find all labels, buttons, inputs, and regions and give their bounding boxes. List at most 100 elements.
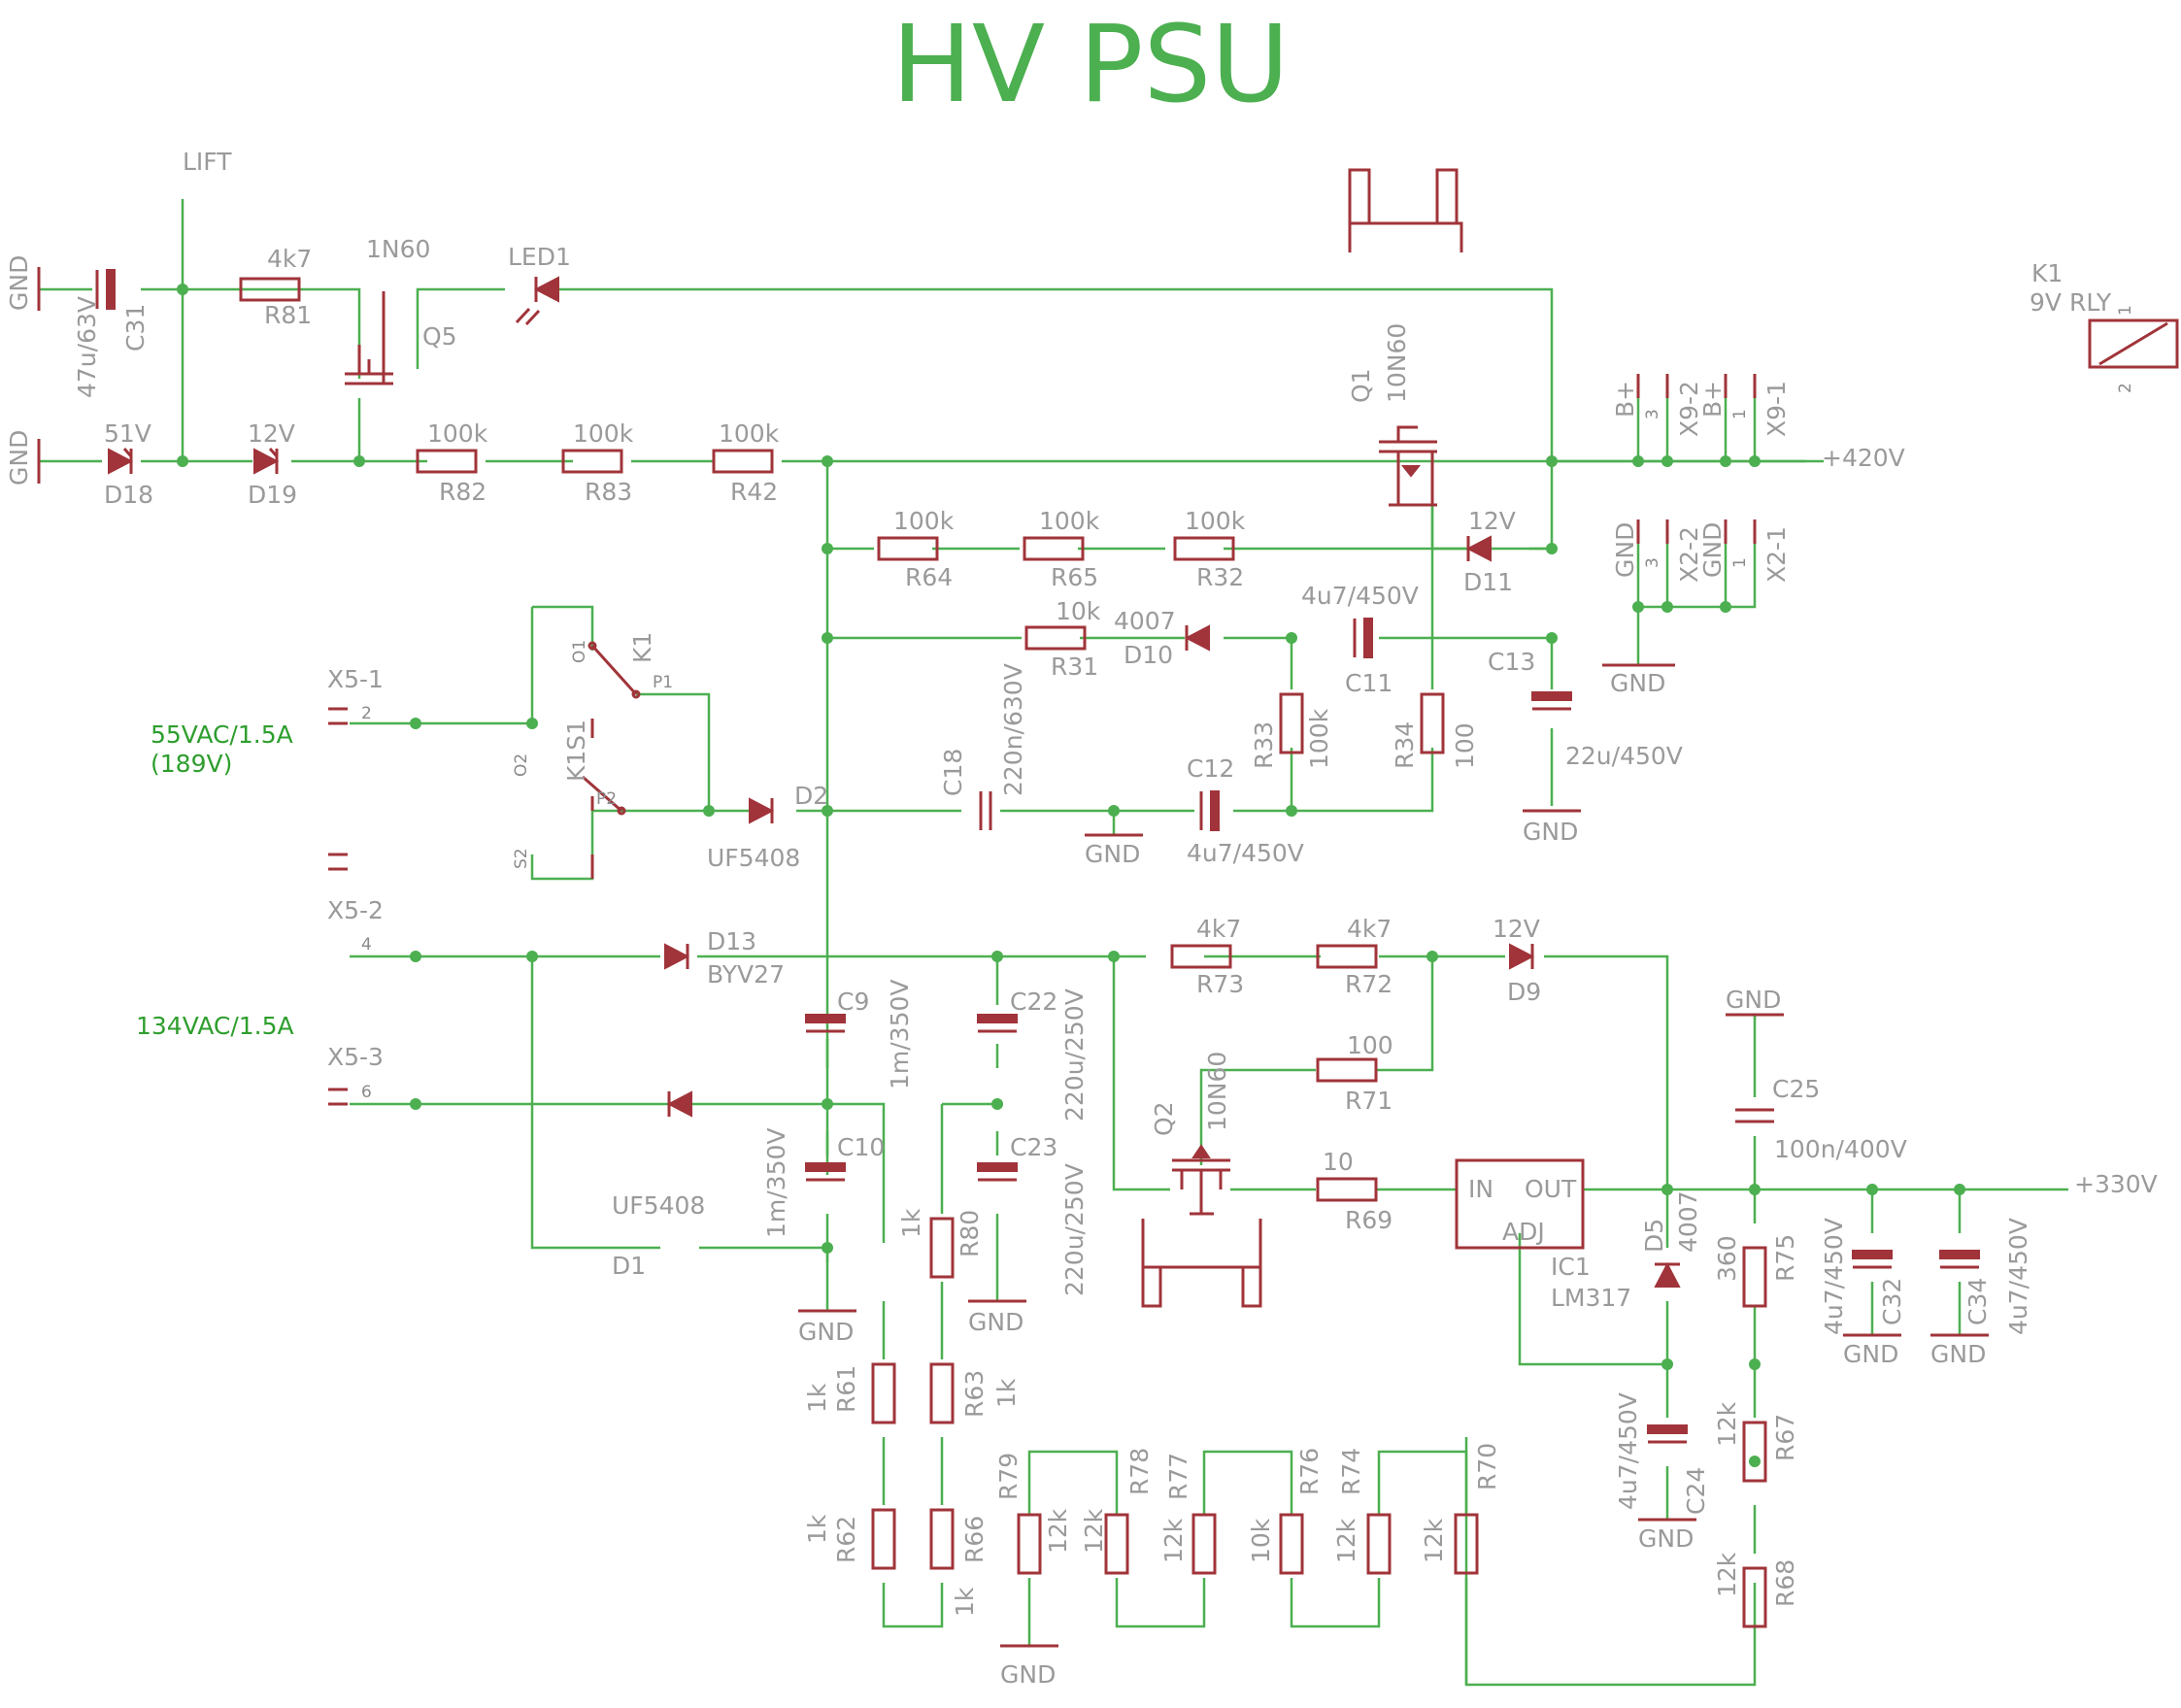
components-r32-ref-label: R32 [1196,563,1244,591]
components-c9-value-label: 1m/350V [886,979,914,1089]
components-r82-ref-label: R82 [439,478,487,506]
relay_pins-k1s1-label: K1S1 [562,720,590,782]
components-r79-ref-label: R79 [994,1453,1023,1500]
components-r65-value-label: 100k [1039,507,1100,535]
note-55vac: 55VAC/1.5A [151,720,293,749]
components-r62-value-label: 1k [803,1514,831,1544]
components-c22-ref-label: C22 [1010,988,1057,1016]
components-d19-ref-label: D19 [248,481,297,509]
components-q5-ref-label: Q5 [422,322,457,351]
components-r67-ref-label: R67 [1771,1414,1799,1461]
wires [39,199,2068,1687]
components-d9-ref-label: D9 [1507,978,1541,1006]
components-r33-value-label: 100k [1305,708,1333,769]
gnd-9: GND [1843,1340,1898,1368]
components-q2-value-label: 10N60 [1203,1052,1231,1131]
connector_pins-n4-label: 4 [361,935,372,954]
components-c13-value-label: 22u/450V [1565,742,1683,770]
components-k1-value-label: 9V RLY [2030,288,2112,317]
relay_pins-p2-label: P2 [596,789,617,809]
components-r62-ref-label: R62 [832,1516,860,1563]
components-x2-b-label: GND [1698,522,1727,578]
components-c34-ref-label: C34 [1963,1278,1992,1325]
components-r80-value-label: 1k [897,1208,925,1238]
components-x5-p3-label: X5-3 [327,1043,384,1071]
components-q5-value-label: 1N60 [366,235,430,263]
components-led1-ref-label: LED1 [508,243,571,271]
components-r42-ref-label: R42 [730,478,778,506]
components-d2-ref-label: D2 [794,782,828,810]
components-c10-value-label: 1m/350V [762,1127,790,1238]
components-r31-ref-label: R31 [1051,653,1098,681]
components-r73-value-label: 4k7 [1196,915,1241,943]
components-ic1-pin_out-label: OUT [1525,1175,1577,1203]
components-r76-value-label: 10k [1247,1518,1275,1563]
components-c12-value-label: 4u7/450V [1187,839,1304,867]
components-x5-p2-label: X5-2 [327,896,384,924]
components-c11-ref-label: C11 [1345,669,1392,697]
components-r68-ref-label: R68 [1771,1559,1799,1607]
components-r61-value-label: 1k [803,1383,831,1413]
components-d13-ref-label: D13 [707,927,756,955]
components-r76-ref-label: R76 [1295,1448,1324,1495]
components-d9-value-label: 12V [1493,915,1540,943]
components-d11-ref-label: D11 [1463,568,1513,596]
components-c24-value-label: 4u7/450V [1614,1392,1642,1510]
components-x2-p2-label: X2-2 [1675,526,1703,583]
gnd-6: GND [968,1308,1023,1336]
components-r74-value-label: 12k [1332,1518,1360,1563]
components-r74-ref-label: R74 [1337,1448,1365,1495]
components-x2-p1-label: X2-1 [1762,526,1791,583]
connector_pins-n3-label: 3 [1643,409,1662,419]
connector_pins-n3-label: 3 [1643,557,1662,568]
components-d19-value-label: 12V [248,419,295,448]
components-d2-value-label: UF5408 [707,844,800,872]
note-189v: (189V) [151,750,232,778]
components-r34-value-label: 100 [1451,722,1479,769]
gnd-2: GND [5,430,33,486]
components-r70-ref-label: R70 [1473,1443,1501,1490]
components-r70-value-label: 12k [1420,1518,1448,1563]
components-r83-ref-label: R83 [585,478,632,506]
components-ic1-pin_adj-label: ADJ [1502,1218,1545,1246]
components-c12-ref-label: C12 [1187,754,1234,783]
net-lift: LIFT [183,148,232,176]
connector_pins-n2-label: 2 [2116,383,2135,393]
gnd-symbols [37,267,1989,1648]
connector_pins-n1-label: 1 [1730,557,1750,568]
components-d10-value-label: 4007 [1114,607,1176,635]
components-r67-value-label: 12k [1713,1401,1741,1447]
schematic-title: HV PSU [891,2,1290,126]
components-r77-value-label: 12k [1159,1518,1188,1563]
relay_pins-s2-label: S2 [512,848,531,869]
relay_pins-o1-label: O1 [570,640,589,663]
components-c22-value-label: 220u/250V [1060,988,1089,1122]
components-x9-p2-label: X9-2 [1675,381,1703,437]
components-r71-value-label: 100 [1347,1031,1393,1059]
components-r78-ref-label: R78 [1125,1448,1154,1495]
components-r82-value-label: 100k [427,419,488,448]
components-c18-value-label: 220n/630V [999,663,1027,796]
labels: LIFT +420V +330V GND GND GND GND GND GND… [5,148,2158,1689]
gnd-12: GND [1000,1660,1056,1689]
components-q1-value-label: 10N60 [1383,323,1411,403]
components-c10-ref-label: C10 [837,1133,885,1161]
components-r71-ref-label: R71 [1345,1087,1392,1115]
r81-body [239,277,301,302]
components-q1-ref-label: Q1 [1347,368,1375,403]
components-x9-p1-label: X9-1 [1762,381,1791,437]
gnd-3: GND [1610,669,1665,697]
components-r66-value-label: 1k [951,1587,979,1617]
components-c25-ref-label: C25 [1772,1075,1820,1103]
relay_pins-k1-label: K1 [628,632,656,663]
components-d11-value-label: 12V [1468,507,1516,535]
gnd-11: GND [1638,1524,1694,1553]
components-c13-ref-label: C13 [1488,648,1535,676]
components-q2-ref-label: Q2 [1150,1101,1178,1136]
components-d1-value-label: UF5408 [612,1191,705,1220]
components-c31-value-label: 47u/63V [73,296,101,398]
components-r42-value-label: 100k [719,419,780,448]
components-r61-ref-label: R61 [832,1365,860,1413]
components-d18-ref-label: D18 [104,481,153,509]
